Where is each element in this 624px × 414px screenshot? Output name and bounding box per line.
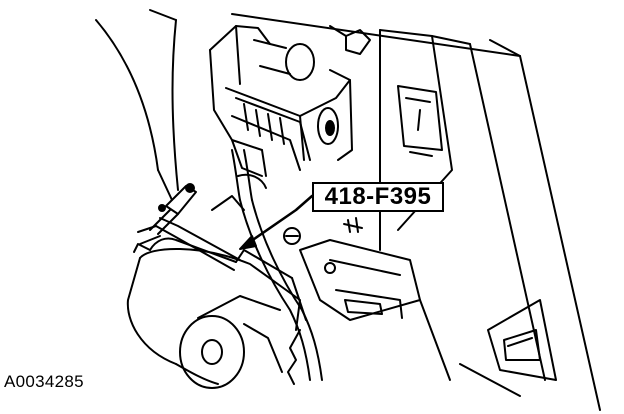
figure-id-label: A0034285 bbox=[4, 372, 84, 391]
fasteners bbox=[283, 217, 363, 274]
callout-label-tool-number: 418-F395 bbox=[312, 182, 444, 212]
electrical-module bbox=[209, 25, 371, 177]
connector bbox=[137, 183, 241, 271]
body-panel bbox=[95, 9, 601, 411]
callout-leader-arrow bbox=[239, 194, 314, 250]
sensor-housing bbox=[126, 237, 307, 389]
